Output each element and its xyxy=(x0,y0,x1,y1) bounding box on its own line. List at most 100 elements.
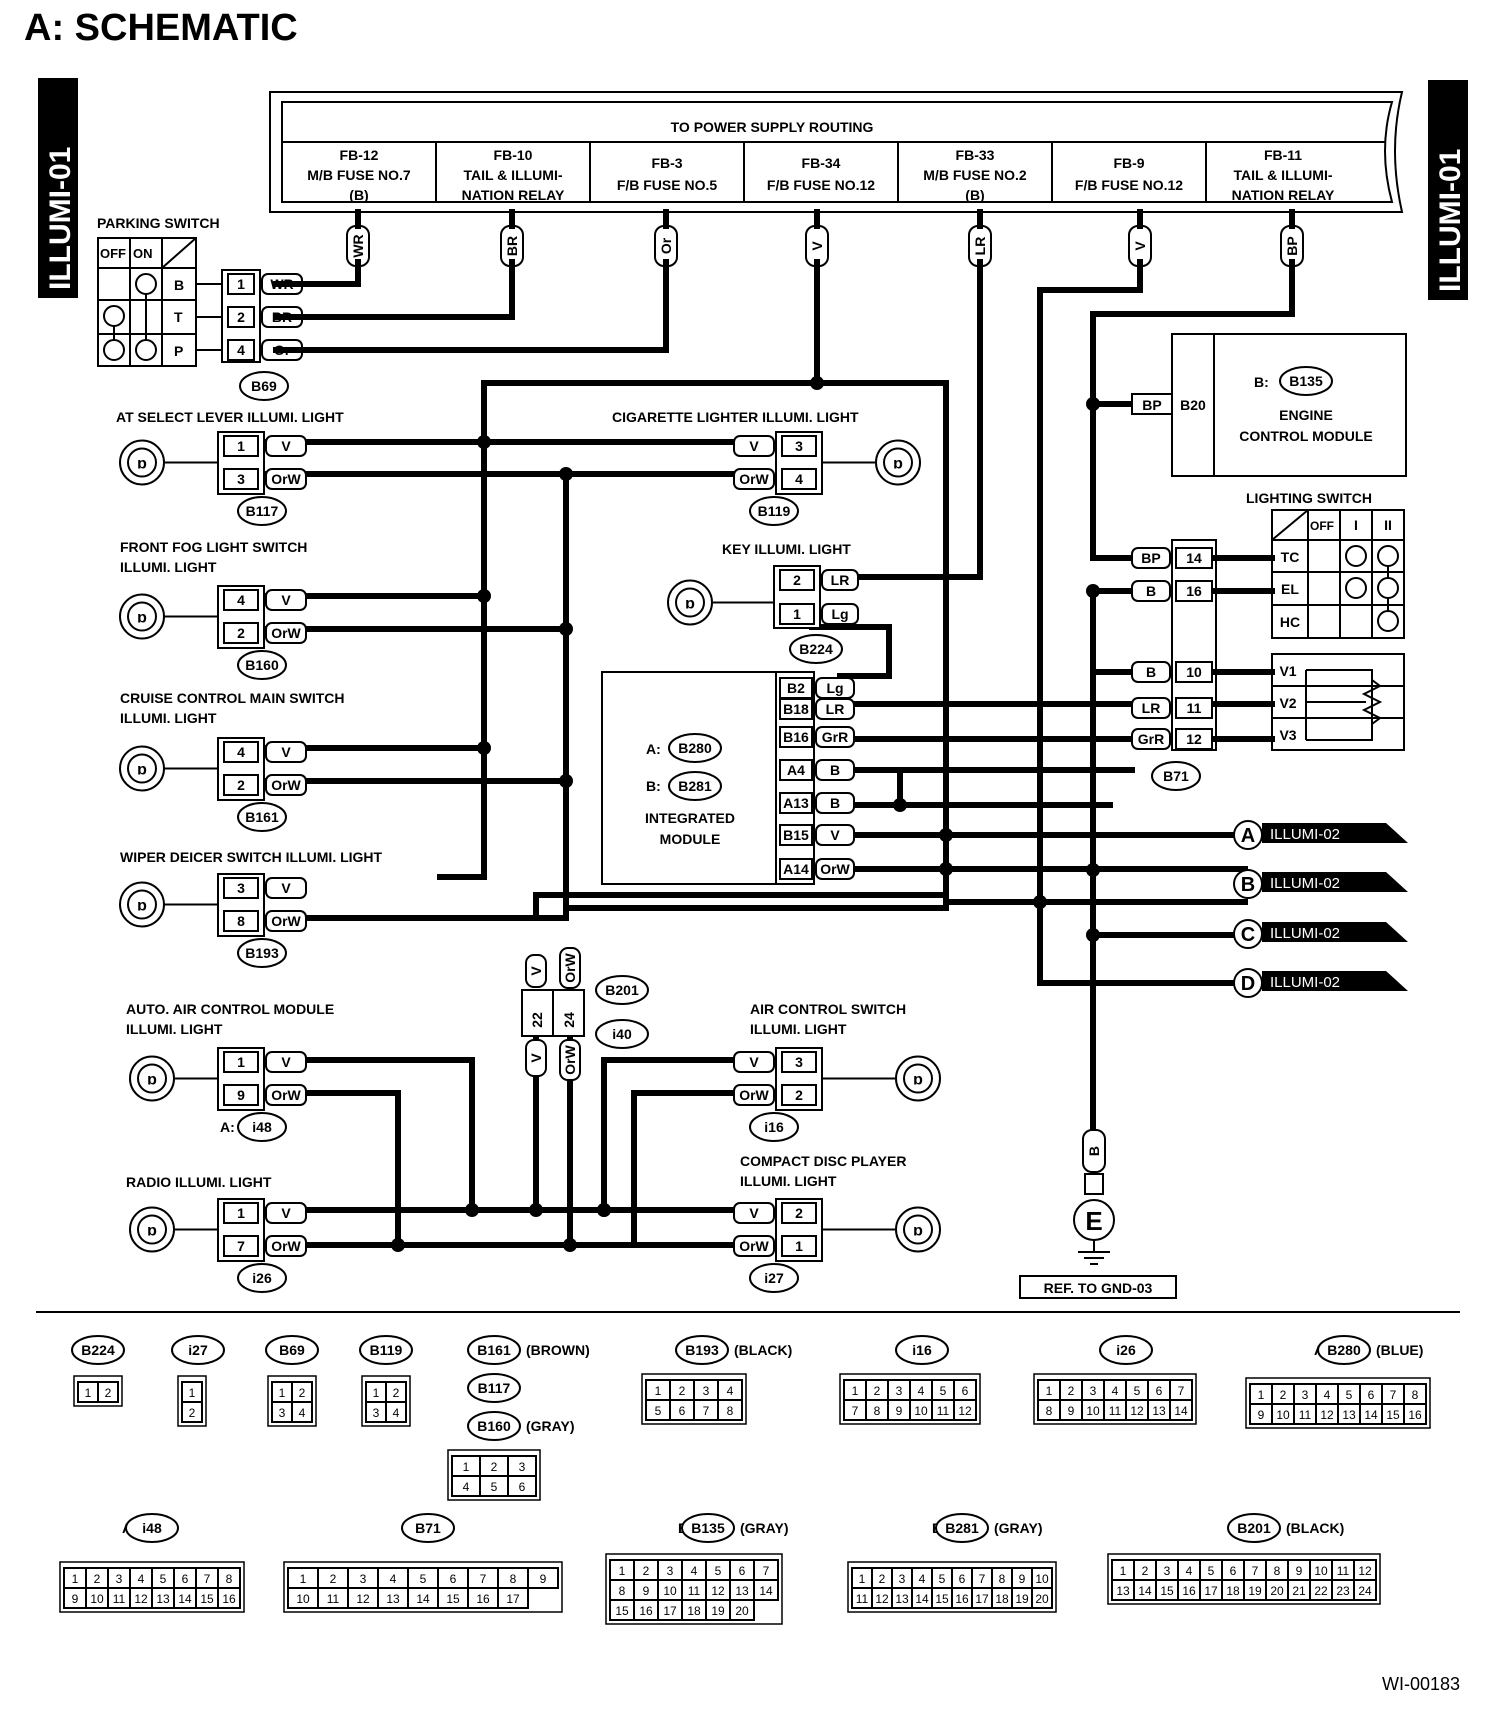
svg-text:i48: i48 xyxy=(252,1119,272,1135)
svg-text:OrW: OrW xyxy=(271,913,301,929)
svg-text:B71: B71 xyxy=(415,1520,441,1536)
svg-text:1: 1 xyxy=(852,1384,859,1398)
svg-text:LIGHTING SWITCH: LIGHTING SWITCH xyxy=(1246,490,1372,506)
svg-text:13: 13 xyxy=(386,1592,400,1606)
svg-text:19: 19 xyxy=(1015,1592,1029,1606)
svg-text:9: 9 xyxy=(1019,1572,1026,1586)
svg-text:4: 4 xyxy=(1112,1384,1119,1398)
fuse-fb-34: FB-34F/B FUSE NO.12V xyxy=(743,142,875,267)
svg-text:19: 19 xyxy=(1248,1584,1262,1598)
svg-text:12: 12 xyxy=(1320,1408,1334,1422)
svg-text:OrW: OrW xyxy=(739,1238,769,1254)
svg-text:5: 5 xyxy=(1134,1384,1141,1398)
svg-text:LR: LR xyxy=(1142,700,1161,716)
svg-text:Lg: Lg xyxy=(826,680,843,696)
svg-text:1: 1 xyxy=(237,438,245,454)
svg-text:Or: Or xyxy=(658,237,674,254)
svg-text:B15: B15 xyxy=(783,827,809,843)
fuse-fb-3: FB-3F/B FUSE NO.5Or xyxy=(589,142,718,267)
svg-text:4: 4 xyxy=(795,471,803,487)
svg-text:B: B xyxy=(1146,664,1156,680)
svg-text:FB-33: FB-33 xyxy=(956,147,995,163)
svg-text:V: V xyxy=(1132,241,1148,251)
svg-text:(GRAY): (GRAY) xyxy=(740,1520,789,1536)
light-label: AUTO. AIR CONTROL MODULE xyxy=(126,1001,334,1017)
svg-text:1: 1 xyxy=(85,1386,92,1400)
svg-text:2: 2 xyxy=(237,777,245,793)
svg-text:1: 1 xyxy=(619,1564,626,1578)
svg-text:OrW: OrW xyxy=(271,1238,301,1254)
svg-text:8: 8 xyxy=(874,1404,881,1418)
svg-text:1: 1 xyxy=(237,1054,245,1070)
svg-text:16: 16 xyxy=(1182,1584,1196,1598)
svg-text:3: 3 xyxy=(116,1572,123,1586)
parking-switch-label: PARKING SWITCH xyxy=(97,215,220,231)
svg-text:FB-9: FB-9 xyxy=(1113,155,1144,171)
svg-text:9: 9 xyxy=(237,1087,245,1103)
svg-text:B281: B281 xyxy=(945,1520,979,1536)
svg-text:8: 8 xyxy=(237,913,245,929)
svg-text:B117: B117 xyxy=(478,1380,511,1396)
svg-text:14: 14 xyxy=(759,1584,773,1598)
svg-text:4: 4 xyxy=(138,1572,145,1586)
svg-text:1: 1 xyxy=(793,606,801,622)
svg-text:1: 1 xyxy=(373,1386,380,1400)
svg-text:14: 14 xyxy=(1364,1408,1378,1422)
light-label: AIR CONTROL SWITCH xyxy=(750,1001,906,1017)
svg-text:V1: V1 xyxy=(1279,663,1296,679)
svg-text:B135: B135 xyxy=(691,1520,725,1536)
svg-text:1: 1 xyxy=(463,1460,470,1474)
svg-text:F/B FUSE NO.5: F/B FUSE NO.5 xyxy=(617,177,718,193)
svg-text:(GRAY): (GRAY) xyxy=(994,1520,1043,1536)
svg-text:10: 10 xyxy=(1186,664,1202,680)
svg-text:B2: B2 xyxy=(787,680,805,696)
svg-text:24: 24 xyxy=(1358,1584,1372,1598)
svg-text:6: 6 xyxy=(679,1404,686,1418)
svg-text:A14: A14 xyxy=(783,861,809,877)
svg-text:17: 17 xyxy=(975,1592,989,1606)
svg-text:M/B FUSE NO.7: M/B FUSE NO.7 xyxy=(307,167,411,183)
svg-text:11: 11 xyxy=(856,1592,869,1606)
svg-text:B135: B135 xyxy=(1289,373,1323,389)
svg-text:14: 14 xyxy=(1174,1404,1188,1418)
svg-text:18: 18 xyxy=(995,1592,1009,1606)
svg-text:5: 5 xyxy=(160,1572,167,1586)
svg-text:V: V xyxy=(281,592,291,608)
svg-text:B20: B20 xyxy=(1180,397,1206,413)
svg-text:14: 14 xyxy=(1186,550,1202,566)
svg-text:B224: B224 xyxy=(799,641,833,657)
svg-text:ɒ: ɒ xyxy=(137,456,147,473)
svg-text:14: 14 xyxy=(915,1592,929,1606)
svg-text:16: 16 xyxy=(955,1592,969,1606)
svg-text:3: 3 xyxy=(360,1572,367,1586)
svg-text:2: 2 xyxy=(879,1572,886,1586)
light-label: FRONT FOG LIGHT SWITCH xyxy=(120,539,307,555)
svg-text:9: 9 xyxy=(72,1592,79,1606)
svg-text:21: 21 xyxy=(1292,1584,1306,1598)
svg-text:V2: V2 xyxy=(1279,695,1296,711)
svg-text:8: 8 xyxy=(226,1572,233,1586)
svg-text:4: 4 xyxy=(463,1480,470,1494)
figure-id: WI-00183 xyxy=(1382,1674,1460,1694)
svg-text:ILLUMI. LIGHT: ILLUMI. LIGHT xyxy=(120,710,217,726)
svg-text:ENGINE: ENGINE xyxy=(1279,407,1333,423)
svg-text:E: E xyxy=(1085,1206,1102,1236)
svg-text:12: 12 xyxy=(875,1592,889,1606)
svg-text:24: 24 xyxy=(561,1012,577,1028)
svg-text:8: 8 xyxy=(1412,1388,1419,1402)
svg-text:2: 2 xyxy=(1068,1384,1075,1398)
svg-text:13: 13 xyxy=(156,1592,170,1606)
svg-text:(BLUE): (BLUE) xyxy=(1376,1342,1423,1358)
side-tag-right: ILLUMI-01 xyxy=(1428,80,1468,300)
svg-text:FB-10: FB-10 xyxy=(494,147,533,163)
svg-text:BP: BP xyxy=(1284,236,1300,255)
svg-text:7: 7 xyxy=(979,1572,986,1586)
svg-text:3: 3 xyxy=(1302,1388,1309,1402)
svg-text:FB-11: FB-11 xyxy=(1264,147,1302,163)
